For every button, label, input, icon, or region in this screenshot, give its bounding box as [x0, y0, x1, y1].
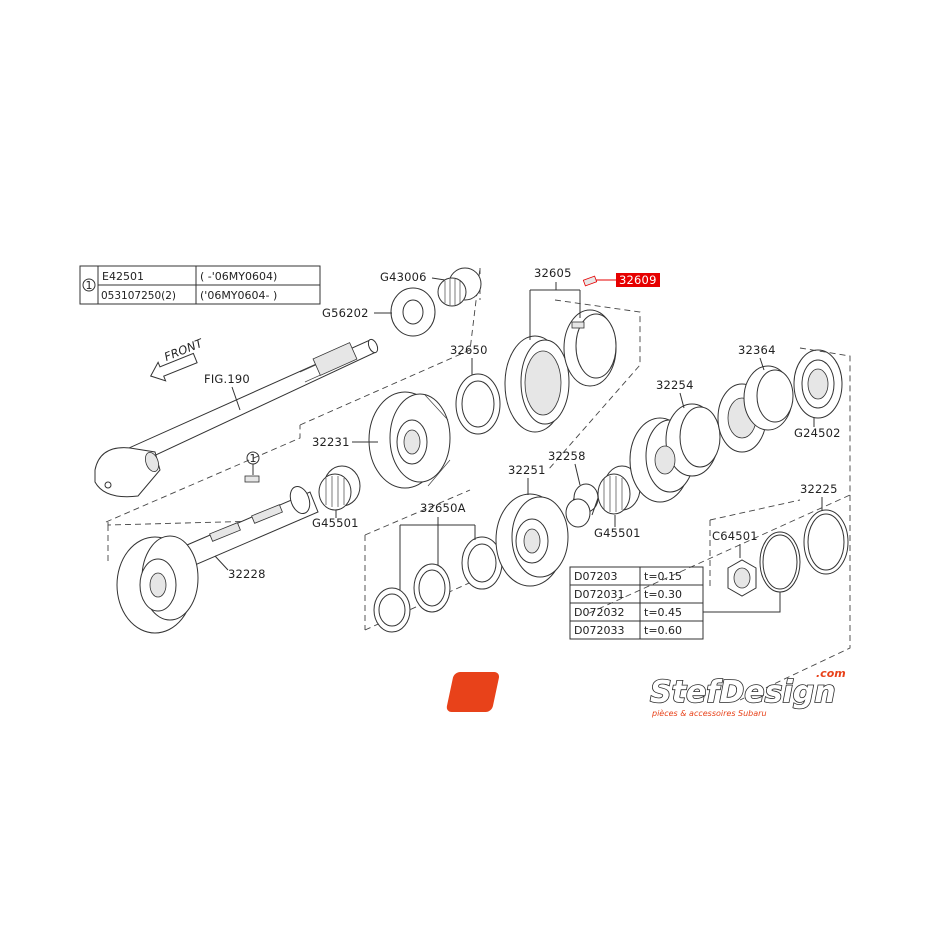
shim-thickness-2: t=0.30: [644, 588, 682, 601]
reference-table: 1 E42501 ( -'06MY0604) 053107250(2) ('06…: [79, 265, 321, 305]
reference-marker: 1: [86, 279, 93, 292]
logo-emblem-bg: [446, 672, 500, 712]
counter-shaft-32228: [116, 485, 319, 634]
gear-32364: [717, 365, 794, 453]
shim-part-4: D072033: [574, 624, 624, 637]
input-shaft: [94, 338, 379, 498]
label-g45501-left: G45501: [312, 516, 359, 530]
label-g43006: G43006: [380, 270, 427, 284]
label-32650a: 32650A: [420, 501, 466, 515]
reference-part-1: E42501: [102, 270, 144, 283]
lock-nut-c64501: [727, 559, 757, 597]
shim-part-3: D072032: [574, 606, 624, 619]
label-32258: 32258: [548, 449, 586, 463]
label-32254: 32254: [656, 378, 694, 392]
label-c64501: C64501: [712, 529, 758, 543]
front-label: FRONT: [162, 336, 205, 364]
label-32225: 32225: [800, 482, 838, 496]
shim-ring: [759, 531, 801, 593]
logo-tagline: pièces & accessoires Subaru: [651, 708, 767, 718]
ball-bearing-g24502: [793, 349, 843, 419]
label-g45501-right: G45501: [594, 526, 641, 540]
washer-g56202: [390, 287, 436, 337]
shim-thickness-4: t=0.60: [644, 624, 682, 637]
reference-range-1: ( -'06MY0604): [200, 270, 277, 283]
reference-part-2: 053107250(2): [101, 290, 176, 302]
sleeve-hub-32605: [504, 309, 617, 433]
key-part: [244, 475, 260, 483]
gear-32231: [368, 391, 451, 489]
snap-ring-32225: [803, 509, 849, 575]
gear-32254: [629, 403, 721, 503]
collar-32258: [565, 483, 599, 528]
needle-bearing-g45501-left: [318, 465, 361, 511]
needle-bearing-g45501-right: [597, 465, 641, 515]
label-32605: 32605: [534, 266, 572, 280]
label-32228: 32228: [228, 567, 266, 581]
label-32609: 32609: [619, 273, 657, 287]
needle-bearing-g43006: [437, 267, 482, 307]
label-fig190: FIG.190: [204, 372, 250, 386]
logo-domain: .com: [816, 667, 846, 680]
label-32650: 32650: [450, 343, 488, 357]
shim-table: D07203 t=0.15 D072031 t=0.30 D072032 t=0…: [569, 566, 704, 640]
front-arrow: FRONT: [150, 336, 205, 382]
shifting-key-32609: [582, 275, 598, 287]
label-32364: 32364: [738, 343, 776, 357]
reference-range-2: ('06MY0604- ): [200, 289, 277, 302]
label-32251: 32251: [508, 463, 546, 477]
label-g56202: G56202: [322, 306, 369, 320]
marker-1-label: 1: [250, 452, 257, 465]
gear-32251: [495, 493, 569, 587]
logo-brand: StefDesign: [650, 675, 836, 710]
highlight-32609: [616, 273, 660, 287]
shim-thickness-3: t=0.45: [644, 606, 682, 619]
synchro-ring-32650: [455, 373, 501, 435]
synchro-set-32650a: [373, 536, 503, 633]
label-32231: 32231: [312, 435, 350, 449]
brand-logo: SD StefDesign .com pièces & accessoires …: [446, 667, 846, 718]
logo-emblem-text: SD: [601, 680, 641, 710]
label-g24502: G24502: [794, 426, 841, 440]
shim-part-2: D072031: [574, 588, 624, 601]
shim-part-1: D07203: [574, 570, 617, 583]
shim-thickness-1: t=0.15: [644, 570, 682, 583]
